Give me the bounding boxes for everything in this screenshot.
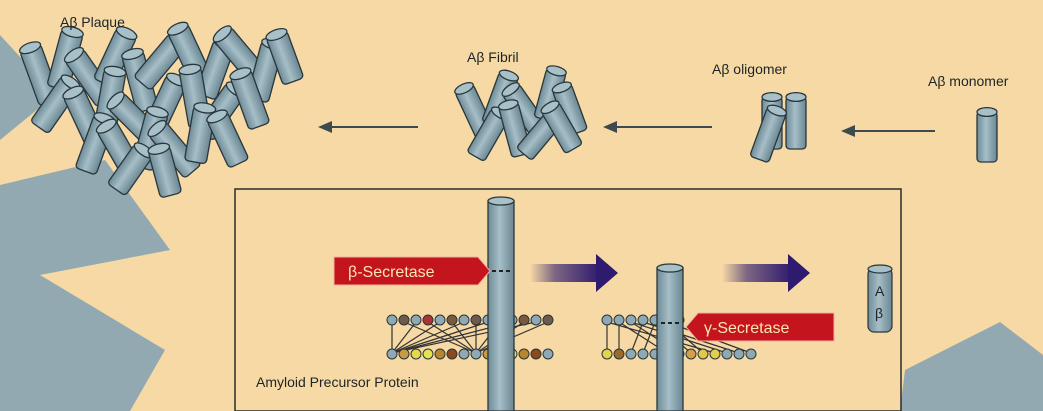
- arrow-fibril-to-plaque: [318, 121, 418, 133]
- fibril-label: Aβ Fibril: [467, 49, 519, 65]
- arrow-oligomer-to-fibril: [603, 121, 712, 133]
- plaque-cylinder: [265, 27, 304, 85]
- plaque-cylinder: [229, 67, 270, 130]
- app-protein-cylinders: [487, 196, 684, 411]
- plaque-cylinder: [212, 25, 266, 83]
- fibril-cylinder: [540, 100, 582, 154]
- bg-shape-left-top: [0, 35, 55, 140]
- ab-fragment: A β: [867, 264, 893, 333]
- app-label: Amyloid Precursor Protein: [256, 374, 419, 390]
- process-arrow-2: [722, 254, 810, 292]
- gamma-secretase-label: γ-Secretase: [704, 320, 789, 337]
- bg-shape-left: [0, 160, 170, 411]
- arrow-monomer-to-oligomer: [841, 125, 935, 137]
- gamma-secretase-tag: γ-Secretase: [685, 312, 835, 342]
- ab-fibril-cluster: [454, 65, 588, 161]
- beta-secretase-tag: β-Secretase: [333, 256, 491, 286]
- ab-monomer: [976, 106, 998, 163]
- process-arrow-1: [530, 254, 618, 292]
- app-cylinder: [487, 196, 515, 411]
- beta-secretase-label: β-Secretase: [348, 264, 435, 281]
- oligomer-label: Aβ oligomer: [712, 61, 787, 77]
- app-cylinder: [656, 263, 684, 411]
- ab-oligomer: [750, 91, 807, 163]
- ab-fragment-letter-beta: β: [875, 305, 883, 321]
- ab-fragment-letter-a: A: [875, 283, 885, 299]
- monomer-cylinder: [976, 106, 998, 163]
- monomer-label: Aβ monomer: [928, 73, 1009, 89]
- plaque-cylinder: [147, 142, 182, 198]
- ab-plaque-cluster: [18, 21, 304, 198]
- app-processing-panel: [234, 188, 902, 411]
- plaque-label: Aβ Plaque: [60, 14, 125, 30]
- bg-shape-right-bottom: [900, 322, 1043, 411]
- plaque-cylinder: [206, 109, 249, 168]
- oligomer-cylinder: [750, 104, 788, 163]
- oligomer-cylinder: [785, 91, 807, 150]
